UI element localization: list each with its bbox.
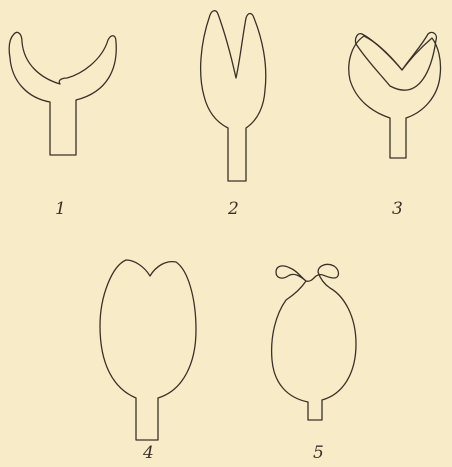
figure-1-label: 1 <box>55 201 66 218</box>
figure-4-label: 4 <box>143 445 154 462</box>
figure-5-outline <box>272 264 356 420</box>
figure-2-outline <box>201 11 266 181</box>
figure-3-body <box>349 36 441 158</box>
figure-4-outline <box>100 260 196 440</box>
figure-5-label: 5 <box>313 445 324 462</box>
figure-1-outline <box>9 32 116 155</box>
figure-3-label: 3 <box>392 201 403 218</box>
figure-2-label: 2 <box>228 201 239 218</box>
figure-3-outline <box>355 32 436 90</box>
